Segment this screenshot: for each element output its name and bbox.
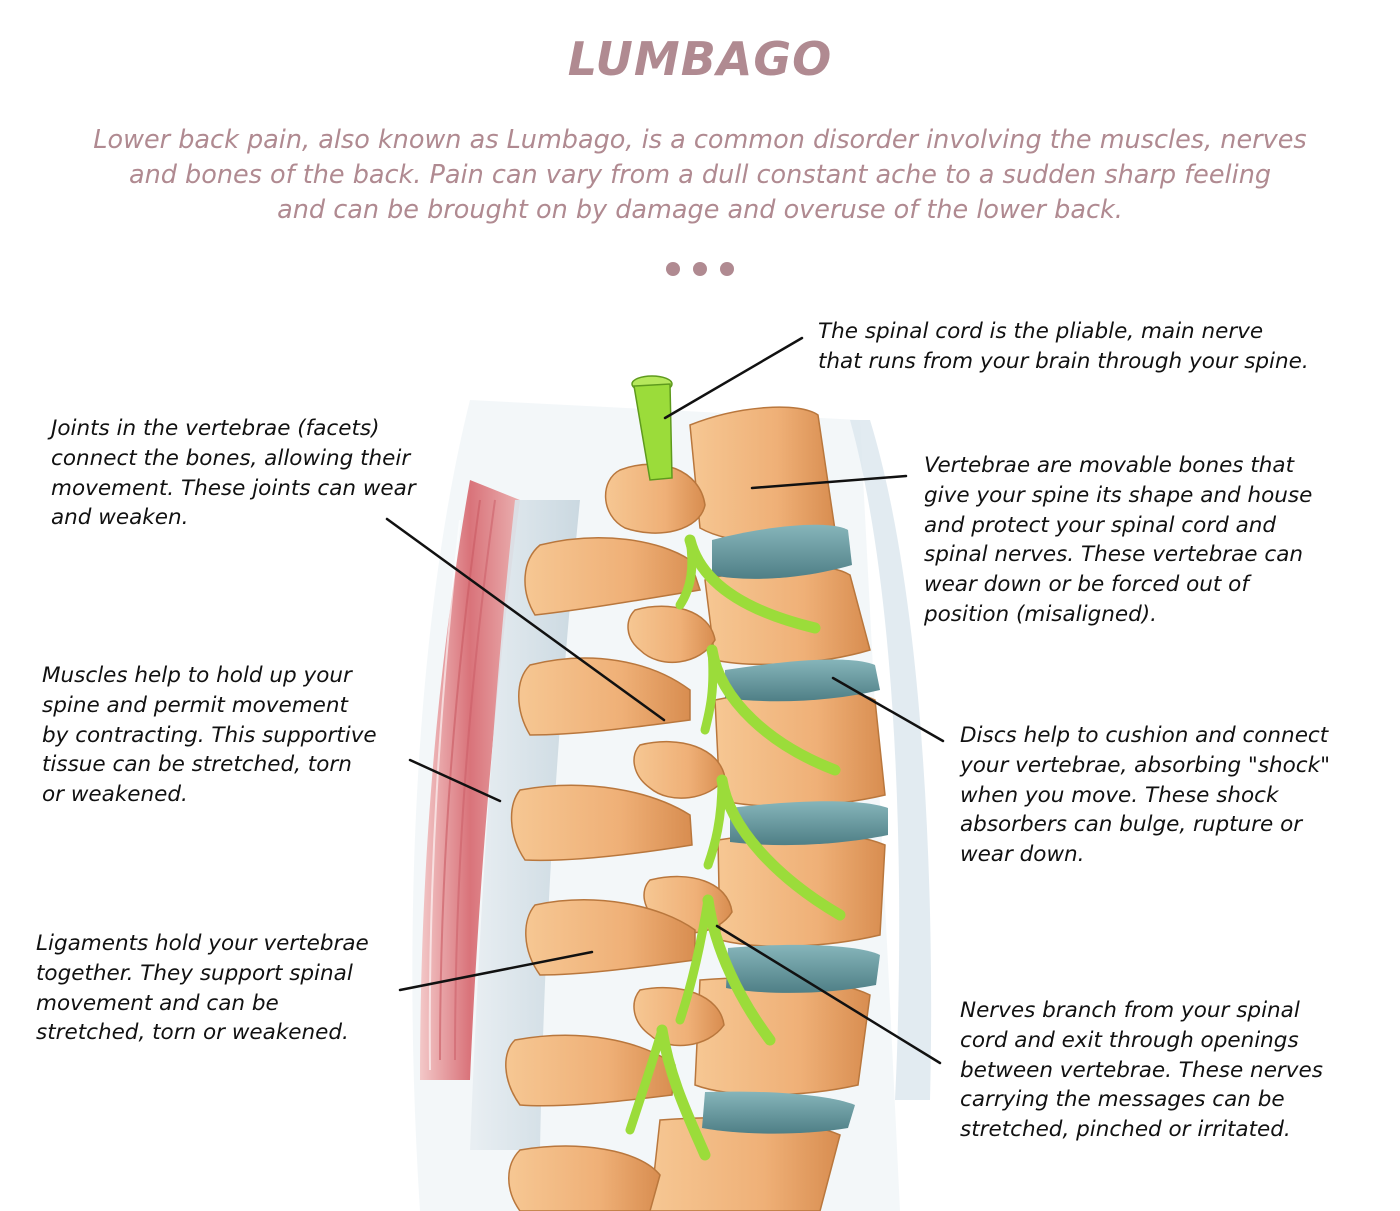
muscle-tissue bbox=[420, 480, 520, 1080]
label-line: Discs help to cushion and connect bbox=[960, 723, 1329, 748]
leader-lines bbox=[385, 336, 945, 1065]
label-line: position (misaligned). bbox=[924, 601, 1157, 627]
label-line: movement. These joints can wear bbox=[51, 475, 416, 501]
label-line: Ligaments hold your vertebrae bbox=[36, 931, 369, 956]
label-line: and protect your spinal cord and bbox=[924, 512, 1277, 538]
label-line: wear down. bbox=[960, 842, 1085, 868]
label-line: spinal nerves. These vertebrae can bbox=[924, 542, 1303, 568]
section-divider-dots bbox=[660, 262, 740, 278]
nerves-leader-line bbox=[715, 924, 942, 1065]
vertebrae-label: Vertebrae are movable bones that give yo… bbox=[924, 451, 1312, 630]
label-line: absorbers can bulge, rupture or bbox=[960, 812, 1303, 838]
label-line: stretched, pinched or irritated. bbox=[960, 1117, 1291, 1143]
divider-dot bbox=[666, 262, 680, 276]
label-line: wear down or be forced out of bbox=[924, 572, 1249, 598]
ligaments-leader-line bbox=[398, 950, 594, 992]
spinal-cord-leader-line bbox=[663, 336, 804, 420]
label-line: or weakened. bbox=[42, 782, 188, 808]
ligaments-label: Ligaments hold your vertebrae together. … bbox=[36, 929, 369, 1048]
divider-dot bbox=[720, 262, 734, 276]
label-line: movement and can be bbox=[36, 990, 279, 1016]
intro-line: and can be brought on by damage and over… bbox=[277, 195, 1123, 225]
discs-label: Discs help to cushion and connect your v… bbox=[960, 721, 1330, 870]
label-line: stretched, torn or weakened. bbox=[36, 1020, 349, 1046]
label-line: between vertebrae. These nerves bbox=[960, 1057, 1323, 1083]
intervertebral-discs bbox=[702, 524, 888, 1134]
label-line: The spinal cord is the pliable, main ner… bbox=[818, 319, 1264, 344]
intro-line: Lower back pain, also known as Lumbago, … bbox=[93, 125, 1307, 155]
label-line: Muscles help to hold up your bbox=[42, 663, 352, 688]
label-line: when you move. These shock bbox=[960, 782, 1279, 808]
posterior-processes bbox=[505, 463, 733, 1211]
muscles-leader-line bbox=[408, 758, 502, 803]
label-line: and weaken. bbox=[51, 505, 189, 531]
spinal-cord-label: The spinal cord is the pliable, main ner… bbox=[818, 317, 1309, 377]
vertebrae-leader-line bbox=[750, 474, 908, 490]
label-line: tissue can be stretched, torn bbox=[42, 752, 352, 778]
intro-paragraph: Lower back pain, also known as Lumbago, … bbox=[20, 123, 1380, 228]
label-line: connect the bones, allowing their bbox=[51, 445, 411, 471]
label-line: carrying the messages can be bbox=[960, 1087, 1285, 1113]
label-line: cord and exit through openings bbox=[960, 1027, 1299, 1053]
discs-leader-line bbox=[831, 676, 945, 743]
label-line: Vertebrae are movable bones that bbox=[924, 453, 1295, 478]
label-line: give your spine its shape and house bbox=[924, 482, 1313, 508]
label-line: Nerves branch from your spinal bbox=[960, 998, 1300, 1023]
label-line: together. They support spinal bbox=[36, 960, 353, 986]
label-line: your vertebrae, absorbing "shock" bbox=[960, 752, 1330, 778]
divider-dot bbox=[693, 262, 707, 276]
page-title: LUMBAGO bbox=[567, 32, 833, 86]
label-line: spine and permit movement bbox=[42, 692, 348, 718]
muscles-label: Muscles help to hold up your spine and p… bbox=[42, 661, 377, 810]
label-line: Joints in the vertebrae (facets) bbox=[51, 416, 380, 441]
joints-label: Joints in the vertebrae (facets) connect… bbox=[51, 414, 416, 533]
label-line: by contracting. This supportive bbox=[42, 722, 377, 748]
joints-leader-line bbox=[385, 517, 666, 722]
nerves-label: Nerves branch from your spinal cord and … bbox=[960, 996, 1323, 1145]
label-line: that runs from your brain through your s… bbox=[818, 348, 1309, 374]
intro-line: and bones of the back. Pain can vary fro… bbox=[128, 160, 1272, 190]
spinal-cord-and-nerves bbox=[625, 375, 846, 1161]
